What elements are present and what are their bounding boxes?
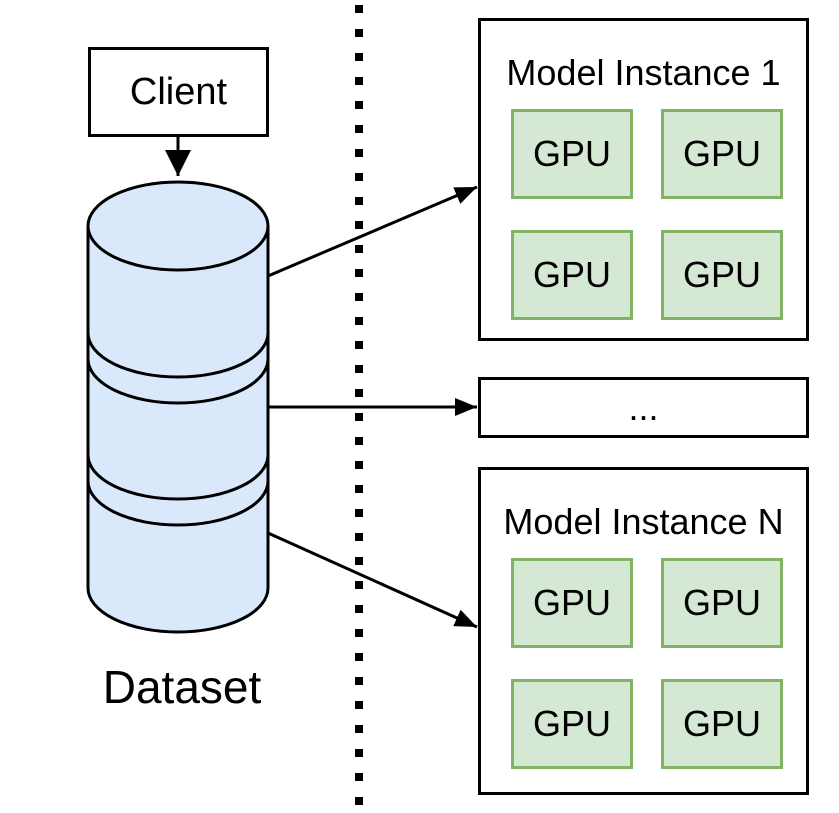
gpu-box: GPU <box>511 558 633 648</box>
gpu-box: GPU <box>511 230 633 320</box>
gpu-box: GPU <box>661 558 783 648</box>
model-instance-1-box: Model Instance 1 GPU GPU GPU GPU <box>478 18 809 341</box>
gpu-box: GPU <box>511 679 633 769</box>
client-box: Client <box>88 47 269 137</box>
arrow-dataset-to-instance-n <box>267 531 478 629</box>
client-label: Client <box>129 70 228 113</box>
gpu-box: GPU <box>661 109 783 199</box>
dataset-label: Dataset <box>102 661 262 713</box>
gpu-box: GPU <box>661 679 783 769</box>
ellipsis-box: ... <box>478 377 809 438</box>
arrow-dataset-to-instance-1 <box>267 185 478 278</box>
model-instance-1-title: Model Instance 1 <box>506 52 781 93</box>
model-instance-n-title: Model Instance N <box>503 501 784 542</box>
ellipsis-label: ... <box>628 386 659 428</box>
gpu-box: GPU <box>661 230 783 320</box>
model-instance-n-box: Model Instance N GPU GPU GPU GPU <box>478 467 809 795</box>
gpu-box: GPU <box>511 109 633 199</box>
dataset-cylinder <box>86 180 270 634</box>
